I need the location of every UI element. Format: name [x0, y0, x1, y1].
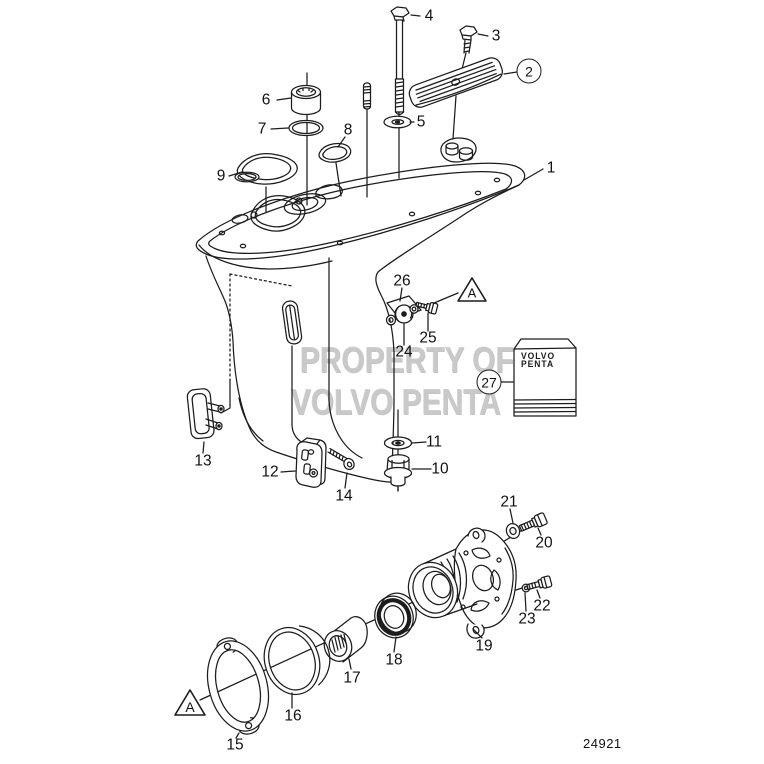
part-2-anode-plate: [408, 57, 503, 140]
part-18-seal: [374, 592, 417, 639]
part-10-plug: [383, 454, 413, 492]
stud: [362, 82, 372, 110]
part-19-bearing-housing: [407, 527, 517, 639]
callout-6: 6: [261, 91, 271, 109]
warning-triangle-top: [457, 277, 487, 302]
callout-14: 14: [335, 487, 353, 505]
part-5-washer: [383, 115, 412, 129]
warning-label-top: A: [467, 285, 477, 301]
part-17-needle-bearing: [323, 616, 368, 663]
part-20-bolt: [518, 512, 548, 532]
callout-21: 21: [500, 493, 518, 511]
callout-17: 17: [343, 669, 361, 687]
callout-1: 1: [546, 159, 556, 177]
callout-10: 10: [431, 460, 449, 478]
part-4-long-bolt: [390, 6, 410, 116]
callout-27: 27: [476, 369, 502, 395]
part-7-o-ring: [288, 119, 324, 137]
callout-8: 8: [343, 121, 353, 139]
watermark-line1: PROPERTY OF: [300, 340, 514, 381]
callout-19: 19: [475, 637, 493, 655]
part-24-grommet: [385, 304, 419, 326]
parts-box-brand-line2: PENTA: [521, 359, 555, 369]
part-22-bolt: [526, 575, 553, 591]
callout-4: 4: [424, 7, 434, 25]
callout-15: 15: [226, 736, 244, 754]
part-8-seal-ring: [318, 142, 352, 163]
part-14-screw: [327, 447, 355, 471]
part-3-bolt: [459, 25, 478, 74]
part-25-screw: [415, 301, 439, 315]
part-13-bracket: [186, 388, 225, 440]
callout-26: 26: [393, 272, 411, 290]
watermark-line2: VOLVO PENTA: [291, 382, 502, 423]
warning-label-bottom: A: [185, 699, 195, 715]
callout-24: 24: [395, 343, 413, 361]
callout-2: 2: [516, 58, 542, 84]
part-1-gear-housing: [195, 137, 526, 483]
callout-9: 9: [216, 167, 226, 185]
part-27-parts-box: [513, 338, 577, 417]
callout-7: 7: [257, 120, 267, 138]
callout-23: 23: [518, 610, 536, 628]
callout-16: 16: [284, 707, 302, 725]
callout-5: 5: [416, 113, 426, 131]
callout-13: 13: [194, 452, 212, 470]
part-9-gasket: [234, 152, 298, 185]
part-15-gasket-plate: [206, 637, 270, 735]
leader-lines: [202, 14, 544, 739]
part-21-washer: [505, 523, 521, 539]
part-16-ring: [263, 625, 331, 696]
part-12-anode-block: [295, 437, 327, 488]
callout-25: 25: [419, 329, 437, 347]
callout-22: 22: [533, 597, 551, 615]
callout-11: 11: [425, 433, 443, 451]
callout-18: 18: [385, 651, 403, 669]
callout-20: 20: [535, 534, 553, 552]
part-11-washer: [383, 436, 413, 450]
warning-triangle-bottom: [174, 689, 206, 716]
callout-3: 3: [491, 27, 501, 45]
part-6-bushing: [290, 84, 322, 116]
callout-12: 12: [261, 463, 279, 481]
drawing-number: 24921: [583, 736, 622, 751]
parts-box-brand: VOLVO PENTA: [521, 351, 556, 369]
parts-box-brand-line1: VOLVO: [521, 351, 556, 361]
